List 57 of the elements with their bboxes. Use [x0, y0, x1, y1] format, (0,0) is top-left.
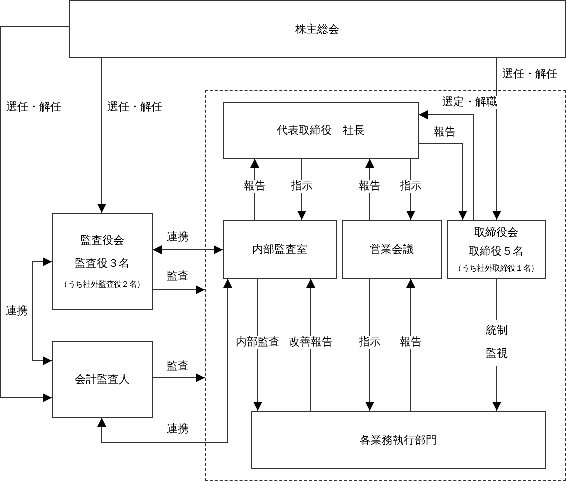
arrow [0, 26, 70, 402]
member-count: 監査役３名 [75, 257, 130, 271]
member-count: 取締役５名 [469, 244, 524, 259]
box-title: 営業会議 [370, 242, 414, 257]
arrow [98, 278, 232, 444]
arrow [492, 58, 502, 220]
board-box [52, 213, 153, 310]
auditor-box [52, 341, 153, 418]
arrow [418, 144, 468, 220]
edge-label: 報告 [358, 180, 382, 194]
edge-label: 監査 [166, 270, 190, 284]
arrow [406, 278, 416, 412]
arrow [366, 158, 374, 220]
arrow [254, 278, 262, 412]
edge-label: 選任・解任 [106, 102, 164, 114]
member-note: （うち社外監査役２名） [60, 279, 145, 290]
box-title: 内部監査室 [252, 242, 308, 257]
box-title: 各業務執行部門 [360, 434, 437, 448]
arrow [306, 278, 316, 412]
edge-label: 統制監視 [484, 320, 510, 366]
edge-label: 連携 [166, 232, 190, 244]
edge-label: 選任・解任 [502, 68, 558, 82]
arrow [406, 158, 416, 220]
meeting-box [69, 0, 566, 58]
box-title: 代表取締役 社長 [277, 124, 365, 138]
audit-office-box [223, 220, 337, 279]
arrow [32, 258, 52, 366]
member-note: （うち社外取締役１名） [454, 263, 539, 274]
box-title: 取締役会 [474, 226, 518, 240]
department-box [251, 411, 546, 469]
edge-label: 連携 [5, 306, 29, 318]
arrow [298, 158, 306, 220]
arrow [152, 286, 206, 294]
arrow [98, 58, 106, 214]
edge-label: 報告 [243, 180, 267, 194]
board-box [447, 220, 546, 279]
edge-label: 指示 [358, 336, 382, 350]
edge-label: 選任・解任 [6, 102, 62, 114]
edge-label: 選定・解職 [442, 96, 498, 110]
box-title: 会計監査人 [75, 372, 130, 387]
arrow [152, 374, 206, 382]
edge-label: 報告 [433, 126, 457, 140]
edge-label: 監査 [166, 360, 190, 374]
sales-meeting-box [342, 220, 442, 279]
box-title: 監査役会 [80, 234, 124, 248]
edge-label: 改善報告 [288, 336, 334, 350]
edge-label: 連携 [166, 424, 190, 436]
box-title: 株主総会 [296, 22, 340, 36]
arrow [152, 246, 224, 254]
arrow [418, 110, 474, 220]
edge-label: 内部監査 [235, 336, 281, 350]
edge-label: 指示 [399, 180, 423, 194]
president-box [223, 102, 419, 159]
edge-label: 指示 [290, 180, 314, 194]
arrow [366, 278, 374, 412]
arrow [250, 158, 260, 220]
edge-label: 報告 [399, 336, 423, 350]
